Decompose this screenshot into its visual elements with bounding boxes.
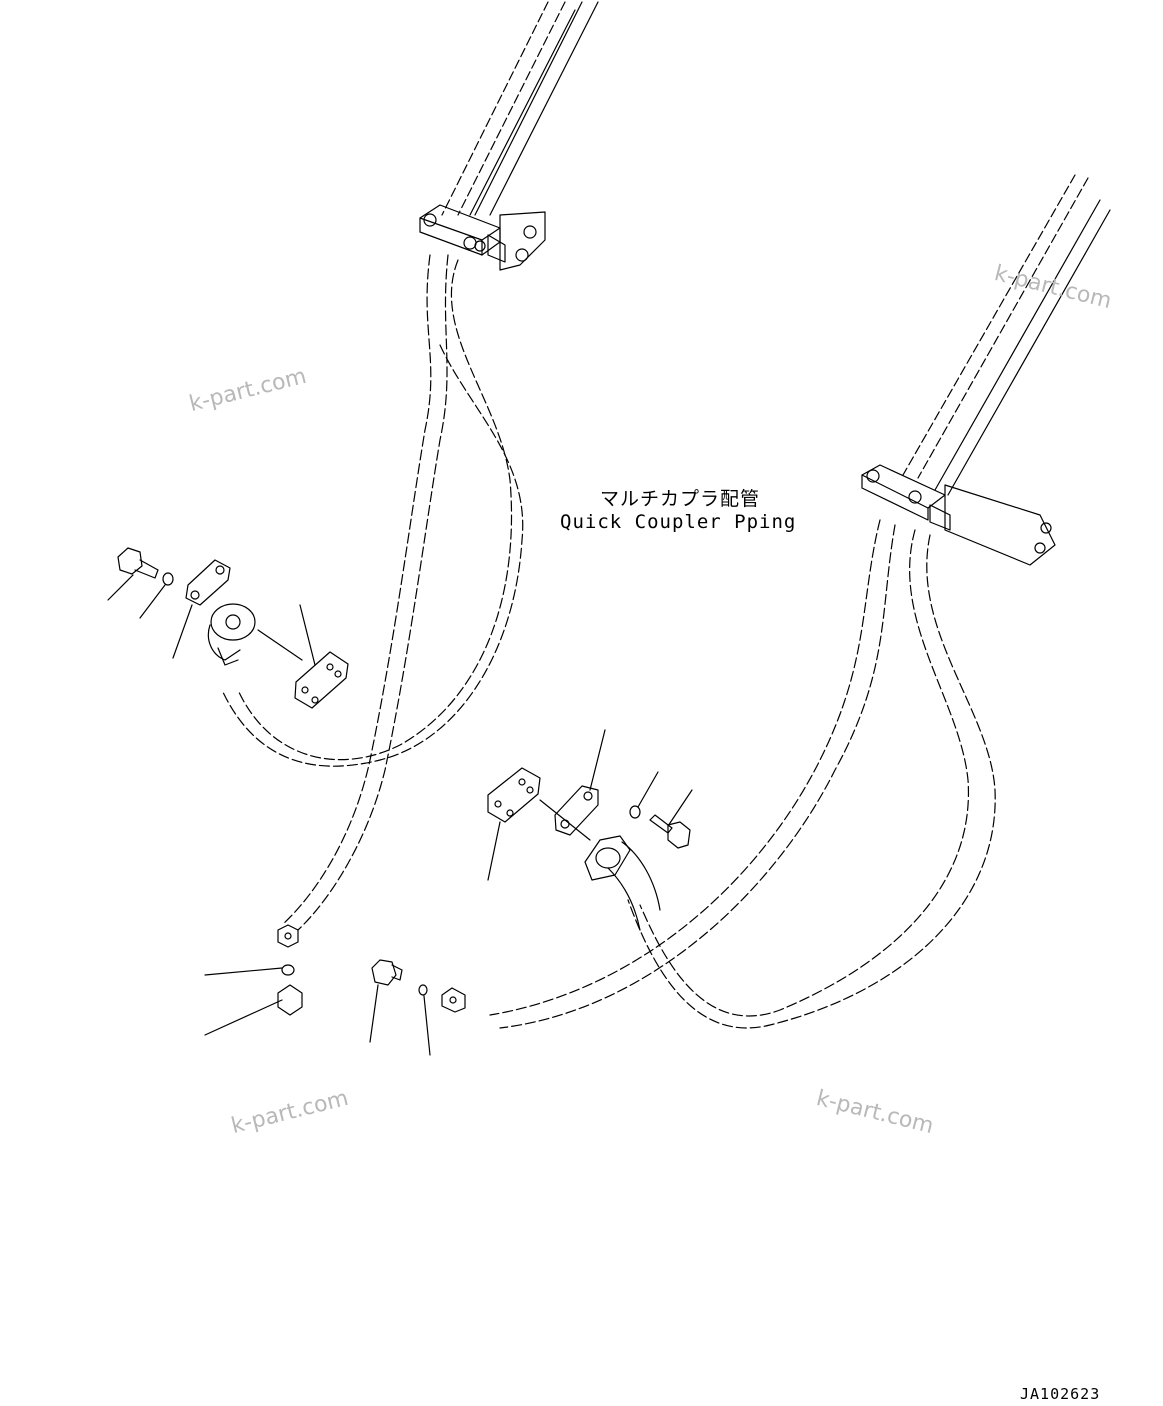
right-o-ring-plate — [487, 767, 541, 823]
o-ring-small-2 — [418, 984, 428, 996]
left-boom-pipes — [441, 1, 599, 216]
right-hoses — [489, 519, 996, 1029]
right-clamp-bracket — [861, 464, 1056, 566]
left-washer — [162, 572, 174, 586]
right-hose-end-nut — [441, 987, 466, 1013]
left-long-hose — [281, 254, 449, 931]
right-boom-pipes — [902, 174, 1111, 496]
hex-plug — [371, 959, 403, 986]
left-elbow-fitting — [207, 603, 256, 666]
right-split-flange — [554, 785, 599, 836]
left-o-ring-plate — [294, 651, 349, 709]
right-bolt — [649, 814, 691, 849]
right-washer — [629, 805, 641, 819]
title-japanese: マルチカプラ配管 — [600, 488, 761, 510]
leader-lines — [107, 574, 693, 1056]
left-flange-guide-line — [257, 629, 303, 661]
o-ring-small — [281, 964, 295, 976]
hex-cap — [277, 984, 303, 1016]
left-bolt — [117, 547, 159, 579]
drawing-code: JA102623 — [1020, 1385, 1101, 1403]
left-clamp-bracket — [419, 204, 546, 271]
right-flange-guide-line — [539, 799, 591, 841]
right-elbow-fitting — [584, 835, 661, 931]
left-hose-end-nut — [277, 924, 299, 948]
left-split-flange — [185, 559, 231, 606]
left-curved-hose — [221, 259, 524, 767]
title-english: Quick Coupler Pping — [560, 511, 797, 533]
